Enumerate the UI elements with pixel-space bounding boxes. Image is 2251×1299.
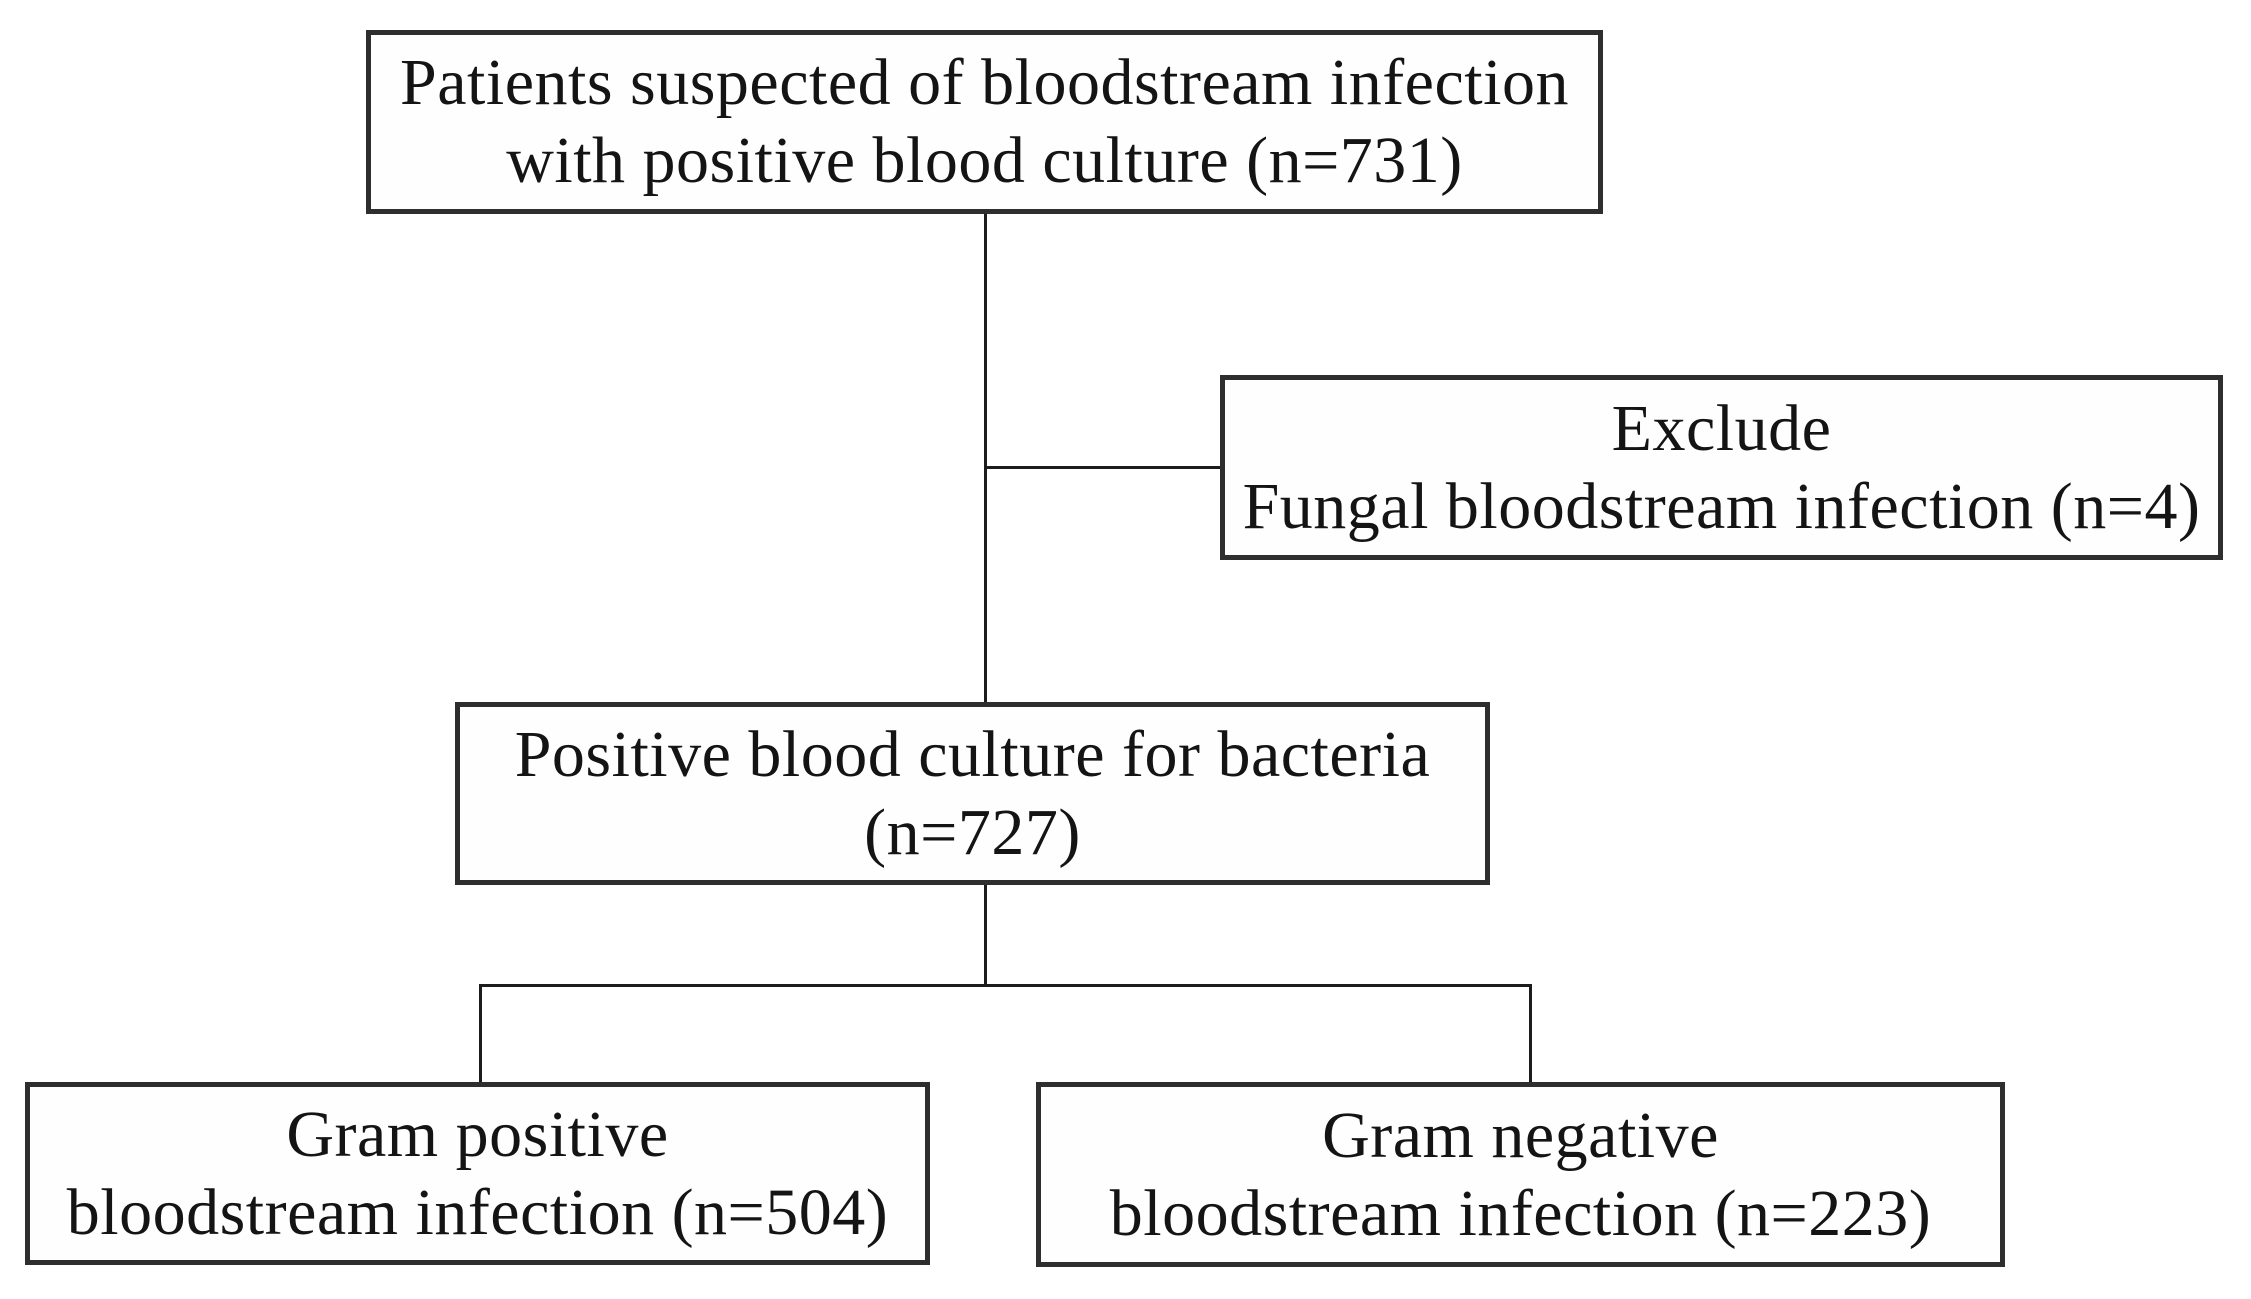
node-exclude-box: Exclude Fungal bloodstream infection (n=… bbox=[1220, 375, 2223, 560]
connector-split-bar bbox=[479, 984, 1532, 987]
node-bacteria-box: Positive blood culture for bacteria (n=7… bbox=[455, 702, 1490, 885]
node-gram-positive-box: Gram positive bloodstream infection (n=5… bbox=[25, 1082, 930, 1265]
node-exclude-line2: Fungal bloodstream infection (n=4) bbox=[1242, 469, 2201, 543]
node-patients-line1: Patients suspected of bloodstream infect… bbox=[400, 46, 1569, 119]
node-gram-negative-box: Gram negative bloodstream infection (n=2… bbox=[1036, 1082, 2005, 1267]
connector-bacteria-stem bbox=[984, 885, 987, 987]
node-gram-negative-line2: bloodstream infection (n=223) bbox=[1109, 1176, 1932, 1250]
node-patients-line2: with positive blood culture (n=731) bbox=[506, 124, 1463, 197]
connector-branch-to-exclude bbox=[984, 466, 1220, 469]
node-bacteria-line2: (n=727) bbox=[864, 795, 1081, 869]
node-bacteria-line1: Positive blood culture for bacteria bbox=[514, 717, 1431, 791]
node-gram-positive-line2: bloodstream infection (n=504) bbox=[66, 1175, 889, 1249]
node-gram-negative-line1: Gram negative bbox=[1322, 1098, 1719, 1172]
connector-drop-to-gram-positive bbox=[479, 984, 482, 1082]
node-gram-positive-line1: Gram positive bbox=[286, 1097, 669, 1171]
connector-drop-to-gram-negative bbox=[1529, 984, 1532, 1082]
node-patients-box: Patients suspected of bloodstream infect… bbox=[366, 30, 1603, 214]
node-exclude-line1: Exclude bbox=[1611, 391, 1832, 465]
connector-patients-to-bacteria bbox=[984, 214, 987, 702]
